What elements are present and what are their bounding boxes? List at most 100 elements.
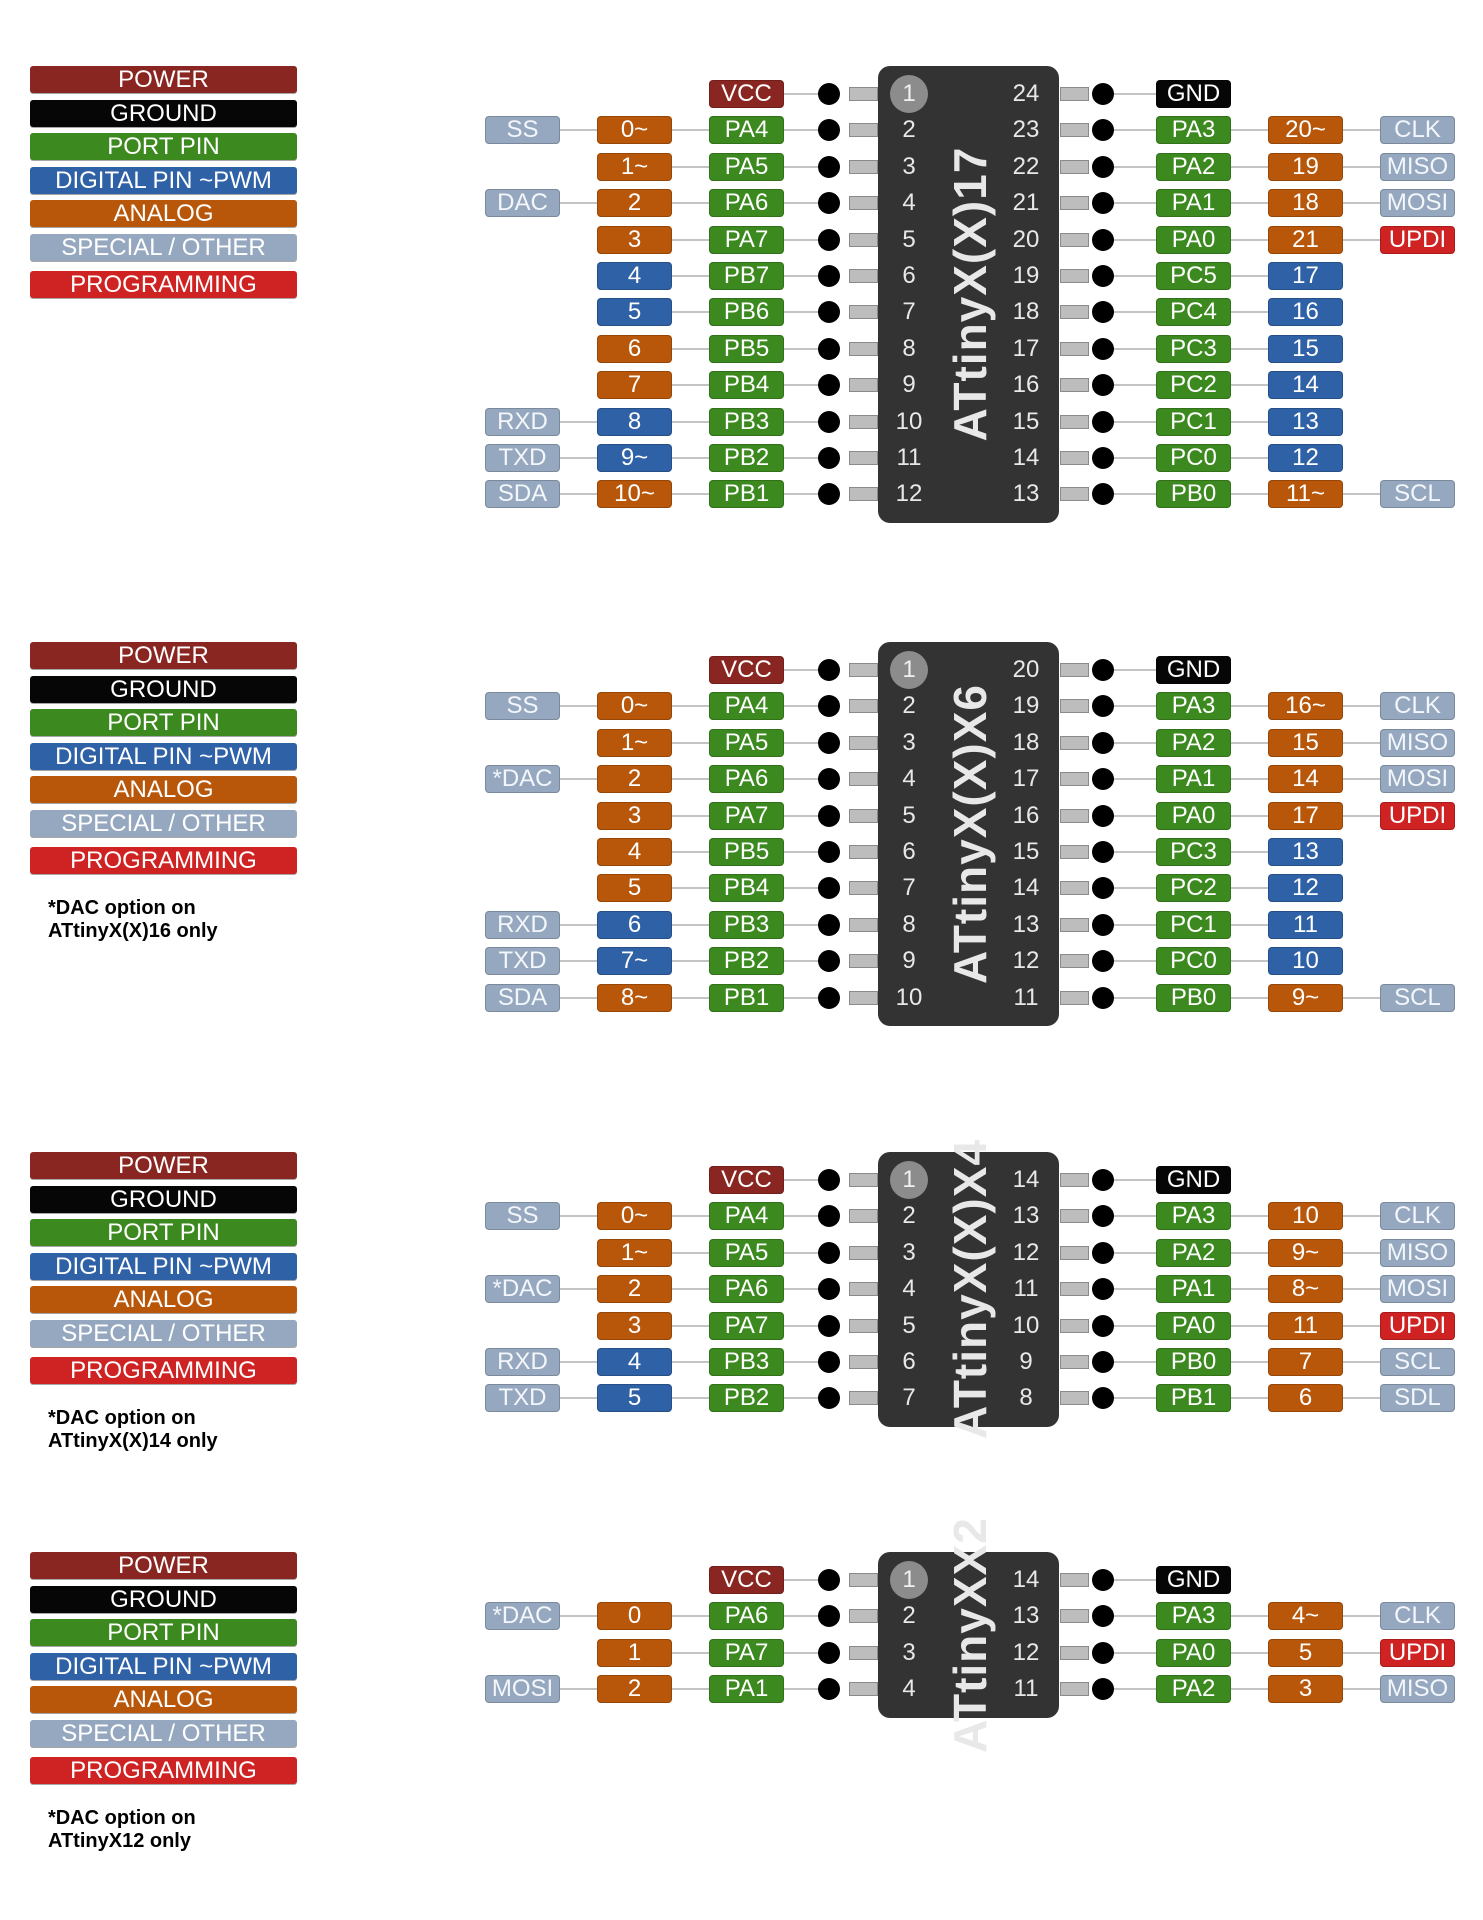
pin-label: 14 [1268, 765, 1343, 794]
pin-label: VCC [709, 1566, 784, 1594]
pin-label: 8~ [597, 983, 672, 1012]
pin-number: 12 [1012, 1638, 1040, 1666]
connector-line [784, 93, 828, 95]
pin-label: PC3 [1156, 334, 1231, 363]
legend-item-digital: DIGITAL PIN ~PWM [30, 166, 297, 194]
pin-label: PB6 [709, 298, 784, 327]
pin-lead [1060, 1391, 1089, 1406]
pin-label: 16 [1268, 298, 1343, 327]
pin-number: 11 [896, 444, 922, 471]
pin-dot [818, 731, 840, 754]
pin-label: MOSI [1380, 189, 1455, 218]
pin-label: PA0 [1156, 801, 1231, 830]
pin-dot [1092, 1241, 1114, 1264]
pin-number: 9 [902, 947, 916, 975]
pin-label: 0 [597, 1602, 672, 1631]
pin-lead [849, 87, 878, 101]
connector-line [560, 1361, 828, 1363]
pin-label: PA5 [709, 728, 784, 757]
pin-lead [849, 772, 878, 787]
pin-lead [849, 735, 878, 750]
legend-item-special: SPECIAL / OTHER [30, 234, 297, 261]
pin-label: 11~ [1268, 480, 1343, 509]
pin-lead [849, 1245, 878, 1260]
pin-number: 3 [902, 1638, 916, 1666]
pin-label: 0~ [597, 692, 672, 721]
pin-label: PA6 [709, 765, 784, 794]
pin-label: UPDI [1380, 1311, 1455, 1340]
pin-dot [818, 659, 840, 681]
connector-line [1113, 493, 1380, 496]
pin-label: CLK [1380, 1602, 1455, 1631]
ic-package [878, 66, 1059, 523]
connector-line [560, 1215, 828, 1218]
connector-line [1113, 1688, 1380, 1691]
pin-lead [849, 1682, 878, 1697]
pin-number: 11 [1013, 1675, 1039, 1703]
legend-item-power: POWER [30, 642, 297, 669]
pin-lead [1060, 1282, 1089, 1297]
pin1-marker: 1 [890, 75, 928, 113]
pin-label: 10 [1268, 1202, 1343, 1231]
pin-label: 10~ [597, 480, 672, 509]
ic-package [878, 642, 1059, 1026]
pin-lead [1060, 881, 1089, 896]
pin-lead [1060, 1682, 1089, 1697]
pin-number: 19 [1012, 262, 1040, 289]
pin-lead [1060, 990, 1089, 1005]
pin-dot [1092, 1169, 1114, 1191]
legend-item-programming: PROGRAMMING [30, 1356, 297, 1384]
connector-line [1113, 669, 1156, 671]
legend-item-digital: DIGITAL PIN ~PWM [30, 1652, 297, 1680]
pin-label: PA3 [1156, 692, 1231, 721]
pin-number: 21 [1012, 189, 1040, 217]
pin-dot [1092, 337, 1114, 360]
dac-note: *DAC option on [48, 897, 196, 919]
pin-lead [1060, 735, 1089, 750]
pin-number: 2 [902, 1602, 916, 1630]
pin-label: PA7 [709, 225, 784, 254]
pin-dot [1092, 1387, 1114, 1410]
pin-dot [818, 1314, 840, 1337]
legend-item-power: POWER [30, 1552, 297, 1579]
pin-dot [818, 1205, 840, 1228]
pin-label: PA2 [1156, 1675, 1231, 1704]
pin-label: PA6 [709, 189, 784, 218]
pin-label: SCL [1380, 480, 1455, 509]
legend-item-port: PORT PIN [30, 1219, 297, 1247]
pin-dot [818, 913, 840, 936]
legend-item-programming: PROGRAMMING [30, 270, 297, 298]
pin-label: 6 [597, 334, 672, 363]
pin-dot [1092, 1678, 1114, 1701]
pin-dot [1092, 228, 1114, 251]
pin-number: 11 [1013, 983, 1039, 1011]
pin-label: PA3 [1156, 1202, 1231, 1231]
connector-line [1113, 1251, 1380, 1254]
pin-dot [1092, 913, 1114, 936]
pin-label: 2 [597, 189, 672, 218]
pin-label: 17 [1268, 801, 1343, 830]
pin-label: SCL [1380, 1348, 1455, 1376]
pin-lead [849, 341, 878, 356]
pin1-marker: 1 [890, 651, 928, 689]
pin-lead [1060, 845, 1089, 859]
pin-lead [1060, 269, 1089, 283]
pin-dot [818, 1278, 840, 1301]
pin-dot [818, 228, 840, 251]
pin-lead [849, 451, 878, 465]
connector-line [560, 705, 828, 708]
pin-lead [1060, 772, 1089, 787]
pin-label: TXD [485, 947, 560, 976]
pin-number: 9 [902, 371, 916, 399]
pin-number: 19 [1012, 692, 1040, 720]
pin-label: PC5 [1156, 262, 1231, 290]
pin-lead [849, 1209, 878, 1224]
legend-item-ground: GROUND [30, 1185, 297, 1213]
pin-label: MISO [1380, 1675, 1455, 1704]
pin-label: PA4 [709, 116, 784, 145]
